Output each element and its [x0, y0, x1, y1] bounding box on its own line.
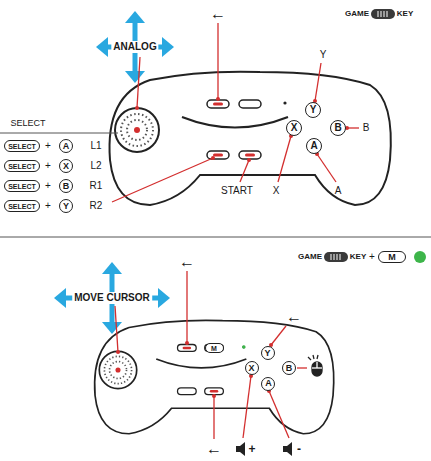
select-button: SELECT	[4, 200, 40, 212]
volume-sign: +	[248, 443, 255, 455]
button-text: Y	[63, 202, 69, 211]
mode-switch	[371, 9, 395, 19]
face-button: Y	[59, 199, 73, 213]
shoulder-label: L1	[90, 141, 101, 151]
button-text: X	[63, 162, 69, 171]
shoulder-label: R2	[90, 201, 103, 211]
button-text: B	[286, 364, 293, 373]
cursor-label: MOVE CURSOR	[72, 292, 152, 304]
plus-sign: +	[45, 161, 51, 171]
mode-label: GAME	[345, 10, 369, 18]
face-button: B	[330, 120, 346, 136]
status-led	[414, 251, 426, 263]
face-button: Y	[305, 102, 321, 118]
mode-label: KEY	[397, 10, 413, 18]
button-text: X	[248, 364, 254, 373]
button-text: SELECT	[8, 143, 36, 150]
button-text: SELECT	[8, 163, 36, 170]
back-arrow: ←	[210, 6, 226, 22]
back-arrow: ←	[179, 254, 195, 270]
plus-sign: +	[369, 252, 375, 262]
face-button: A	[306, 138, 322, 154]
speaker-icon	[236, 442, 292, 456]
shoulder-label: R1	[90, 181, 103, 191]
face-button: A	[261, 377, 275, 391]
face-button: A	[59, 139, 73, 153]
button-text: B	[334, 123, 341, 133]
mode-label: KEY	[350, 253, 366, 261]
button-text: Y	[310, 105, 317, 115]
button-label: A	[335, 186, 342, 196]
button-label: START	[221, 186, 253, 196]
face-button: X	[286, 120, 302, 136]
mode-label: GAME	[298, 253, 322, 261]
button-text: X	[291, 123, 298, 133]
direction-arrows	[54, 262, 170, 334]
select-button: SELECT	[4, 180, 40, 192]
button-label: B	[363, 123, 370, 133]
mode-button: M	[205, 343, 224, 353]
plus-sign: +	[45, 181, 51, 191]
leader-lines	[112, 23, 359, 202]
button-text: M	[211, 345, 217, 352]
mode-button: M	[378, 251, 406, 263]
stick-label: ANALOG	[111, 41, 158, 53]
face-button: Y	[261, 346, 275, 360]
button-text: M	[388, 253, 396, 262]
mouse-icon	[308, 355, 322, 376]
plus-sign: +	[45, 201, 51, 211]
face-button: B	[59, 179, 73, 193]
back-arrow: ←	[286, 309, 302, 325]
button-label: X	[273, 186, 280, 196]
table-heading: SELECT	[10, 119, 45, 128]
button-text: SELECT	[8, 203, 36, 210]
button-text: Y	[265, 349, 271, 358]
gamepad	[110, 72, 391, 205]
select-button: SELECT	[4, 160, 40, 172]
volume-sign: -	[297, 443, 301, 455]
shoulder-label: L2	[90, 161, 101, 171]
mode-switch	[324, 252, 348, 262]
face-button: X	[59, 159, 73, 173]
button-text: A	[63, 142, 70, 151]
back-arrow: ←	[206, 441, 222, 457]
button-text: B	[63, 182, 70, 191]
direction-arrows	[96, 11, 174, 83]
plus-sign: +	[45, 141, 51, 151]
button-text: A	[310, 141, 317, 151]
button-text: A	[265, 379, 272, 388]
button-label: Y	[320, 50, 327, 60]
button-text: SELECT	[8, 183, 36, 190]
select-button: SELECT	[4, 140, 40, 152]
face-button: X	[245, 361, 259, 375]
